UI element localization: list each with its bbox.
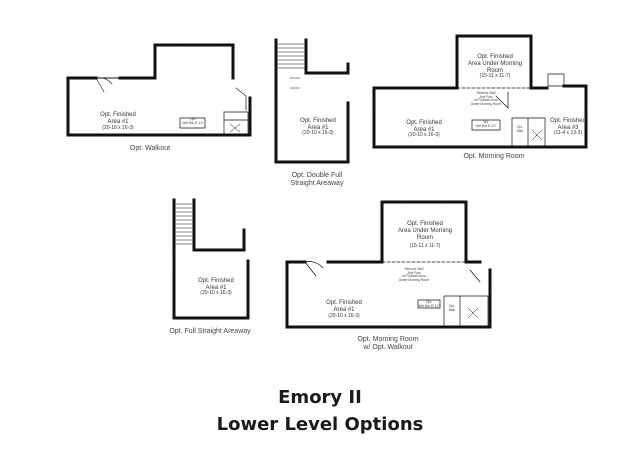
- plan-morning-room: [372, 34, 588, 149]
- walkout-room-dims: (20-10 x 16-3): [102, 125, 134, 131]
- morning-third-room-dims: (11-4 x 13-3): [553, 130, 583, 136]
- plan-morning-walkout: [285, 200, 492, 329]
- morning-main-room-label: Opt. Finished Area #1: [406, 120, 442, 133]
- double-full-caption: Opt. Double Full Straight Areaway: [290, 172, 344, 188]
- morning-wetbar-label: Opt. Wet Bar 8"-10": [475, 120, 497, 128]
- plan-double-full: [274, 38, 350, 164]
- morning-bath-label: Opt. Bath: [516, 125, 524, 133]
- plan-walkout: [66, 43, 252, 137]
- morning-walkout-upper-room-dims: (15-11 x 11-7): [409, 243, 441, 249]
- morning-upper-room-dims: (15-11 x 11-7): [479, 73, 511, 79]
- morning-walkout-caption: Opt. Morning Room w/ Opt. Walkout: [357, 336, 419, 352]
- walkout-caption: Opt. Walkout: [129, 145, 171, 152]
- full-straight-caption: Opt. Full Straight Areaway: [169, 328, 251, 335]
- page-subtitle: Lower Level Options: [216, 414, 424, 435]
- walkout-wetbar-label: Opt. Wet Bar 8"-10": [182, 117, 204, 125]
- full-straight-room-dims: (20-10 x 16-3): [200, 290, 232, 296]
- morning-walkout-note-label: Remove Wall And Post w/ Finished Area Un…: [398, 267, 430, 282]
- morning-walkout-bath-label: Opt. Bath: [448, 304, 456, 312]
- page-title: Emory II: [278, 387, 362, 408]
- morning-walkout-main-room-dims: (20-10 x 16-3): [328, 313, 360, 319]
- plan-full-straight: [172, 198, 250, 320]
- morning-third-room-label: Opt. Finished Area #3: [550, 118, 586, 131]
- morning-walkout-main-room-label: Opt. Finished Area #1: [326, 300, 362, 313]
- full-straight-room-label: Opt. Finished Area #1: [198, 278, 234, 291]
- morning-main-room-dims: (20-10 x 16-3): [408, 132, 440, 138]
- walkout-room-label: Opt. Finished Area #1: [100, 112, 136, 125]
- morning-note-label: Remove Wall And Post w/ Finished Area Un…: [470, 91, 502, 106]
- morning-walkout-wetbar-label: Opt. Wet Bar 8"-10": [418, 300, 440, 308]
- morning-walkout-upper-room-label: Opt. Finished Area Under Morning Room: [397, 221, 453, 241]
- morning-caption: Opt. Morning Room: [463, 153, 525, 160]
- morning-upper-room-label: Opt. Finished Area Under Morning Room: [467, 54, 523, 74]
- double-full-room-label: Opt. Finished Area #1: [300, 118, 336, 131]
- double-full-room-dims: (20-10 x 16-3): [302, 130, 334, 136]
